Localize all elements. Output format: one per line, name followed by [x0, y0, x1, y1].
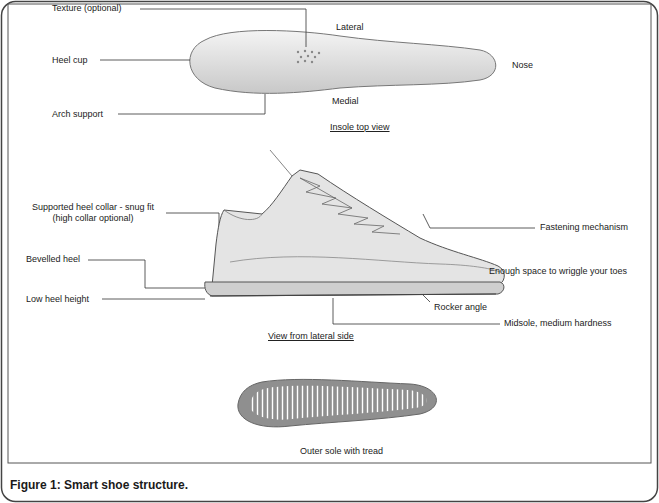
- outer-sole: [238, 379, 437, 426]
- insole-texture: [297, 50, 320, 63]
- part-label: Texture (optional): [52, 3, 122, 14]
- part-label: Fastening mechanism: [540, 222, 628, 233]
- sole-tread: [250, 386, 427, 420]
- side-label: Nose: [512, 60, 533, 71]
- figure-frame: [8, 4, 651, 463]
- view-title: View from lateral side: [268, 331, 354, 342]
- view-title: Insole top view: [330, 122, 390, 133]
- part-label: Enough space to wriggle your toes: [489, 266, 627, 277]
- side-label: Medial: [332, 96, 359, 107]
- part-label: Heel cup: [52, 55, 88, 66]
- part-label: Supported heel collar - snug fit (high c…: [22, 202, 164, 224]
- shoe-side-view: [205, 150, 505, 296]
- figure-caption: Figure 1: Smart shoe structure.: [10, 478, 188, 493]
- part-label: Arch support: [52, 109, 103, 120]
- part-label: Bevelled heel: [26, 254, 80, 265]
- view-title: Outer sole with tread: [300, 446, 383, 457]
- leader-lines: [88, 9, 535, 324]
- part-label: Low heel height: [26, 294, 89, 305]
- part-label: Rocker angle: [434, 302, 487, 313]
- part-label: Midsole, medium hardness: [504, 318, 612, 329]
- insole: [190, 31, 496, 94]
- side-label: Lateral: [336, 22, 364, 33]
